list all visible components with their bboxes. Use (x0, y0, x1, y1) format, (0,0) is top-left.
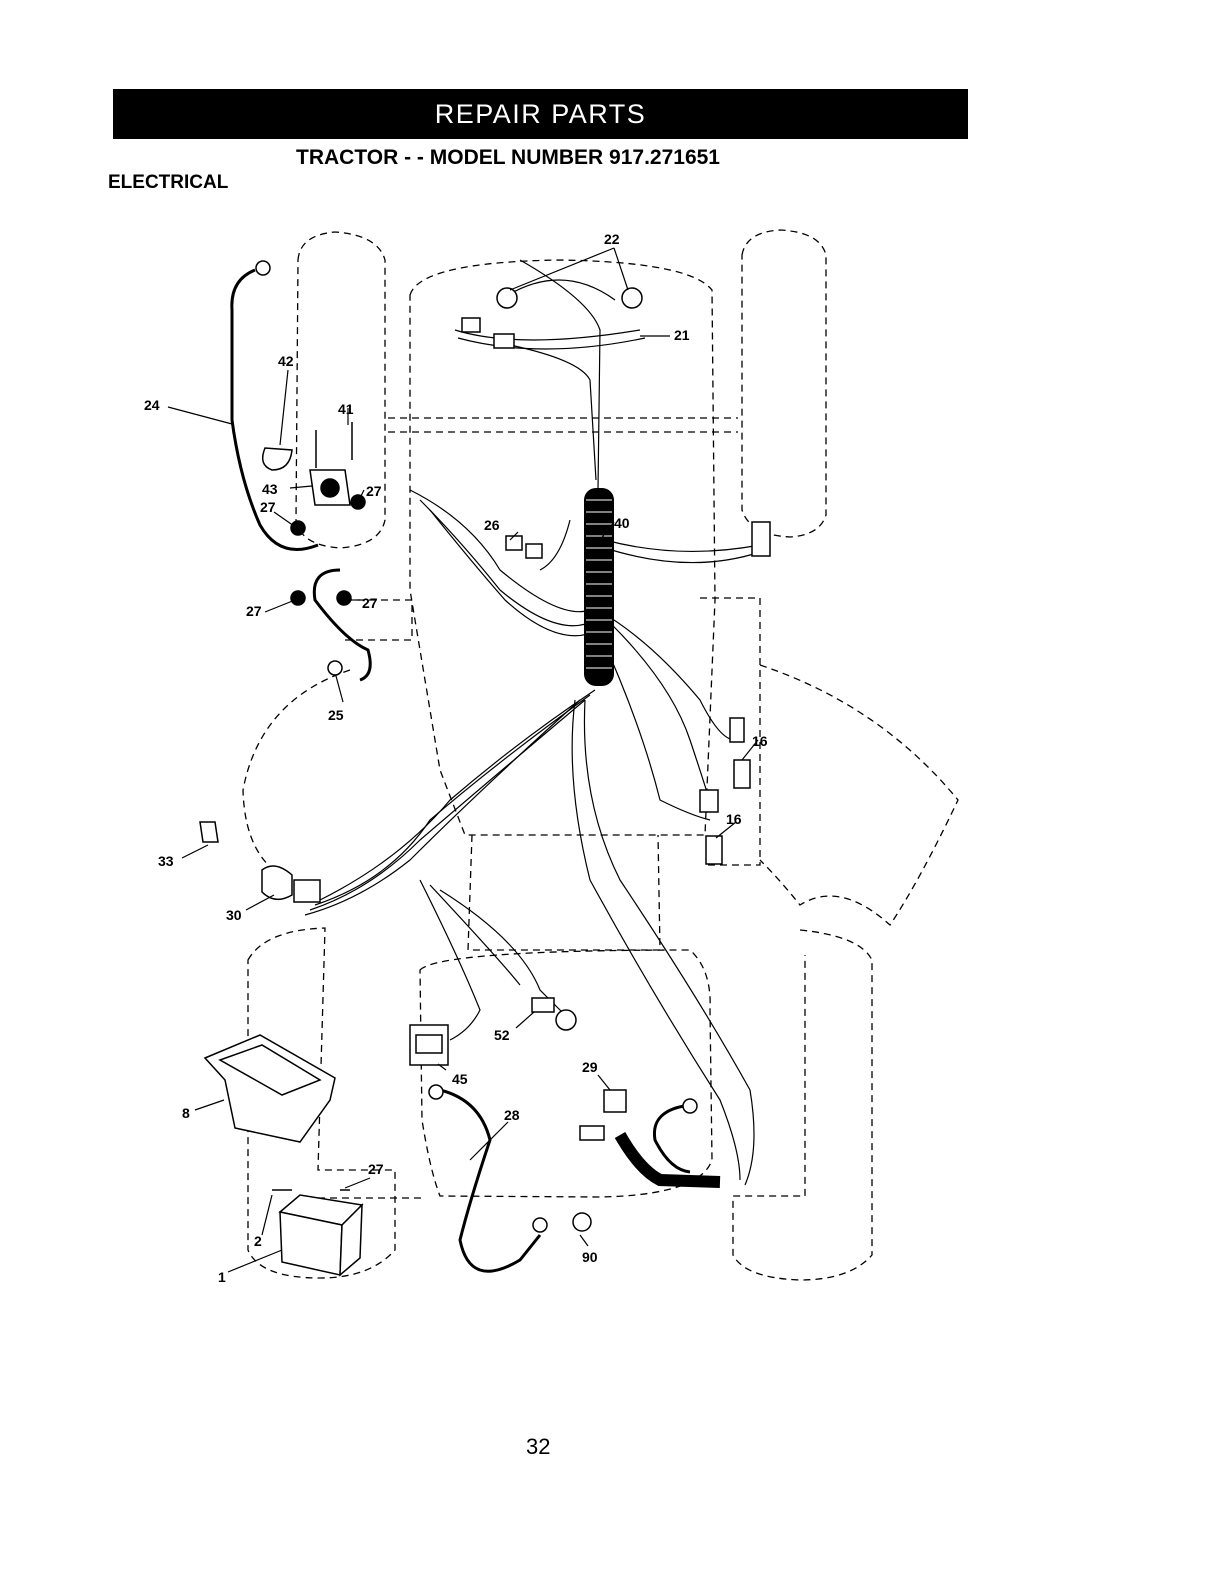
wiring-harness (305, 260, 760, 1185)
callout-21: 21 (674, 327, 690, 343)
callout-27d: 27 (362, 595, 378, 611)
callout-27a: 27 (260, 499, 276, 515)
seat-switch (604, 1090, 626, 1112)
callout-41: 41 (338, 401, 354, 417)
headlight-right (622, 288, 642, 308)
callout-22: 22 (604, 231, 620, 247)
callout-45: 45 (452, 1071, 468, 1087)
callout-2: 2 (254, 1233, 262, 1249)
callout-16a: 16 (752, 733, 768, 749)
callout-8: 8 (182, 1105, 190, 1121)
callout-30: 30 (226, 907, 242, 923)
callout-43: 43 (262, 481, 278, 497)
callout-27c: 27 (246, 603, 262, 619)
callout-29: 29 (582, 1059, 598, 1075)
callout-16b: 16 (726, 811, 742, 827)
page-number: 32 (526, 1434, 550, 1460)
headlight-left (497, 288, 517, 308)
callout-52: 52 (494, 1027, 510, 1043)
callout-27b: 27 (366, 483, 382, 499)
callout-90: 90 (582, 1249, 598, 1265)
ring-terminal (256, 261, 270, 275)
callout-1: 1 (218, 1269, 226, 1285)
ignition-switch (262, 866, 292, 899)
callout-40: 40 (614, 515, 630, 531)
callout-33: 33 (158, 853, 174, 869)
callout-42: 42 (278, 353, 294, 369)
callout-24: 24 (144, 397, 160, 413)
callout-27e: 27 (368, 1161, 384, 1177)
callout-26: 26 (484, 517, 500, 533)
callout-25: 25 (328, 707, 344, 723)
callout-28: 28 (504, 1107, 520, 1123)
tractor-outline (243, 230, 958, 1280)
